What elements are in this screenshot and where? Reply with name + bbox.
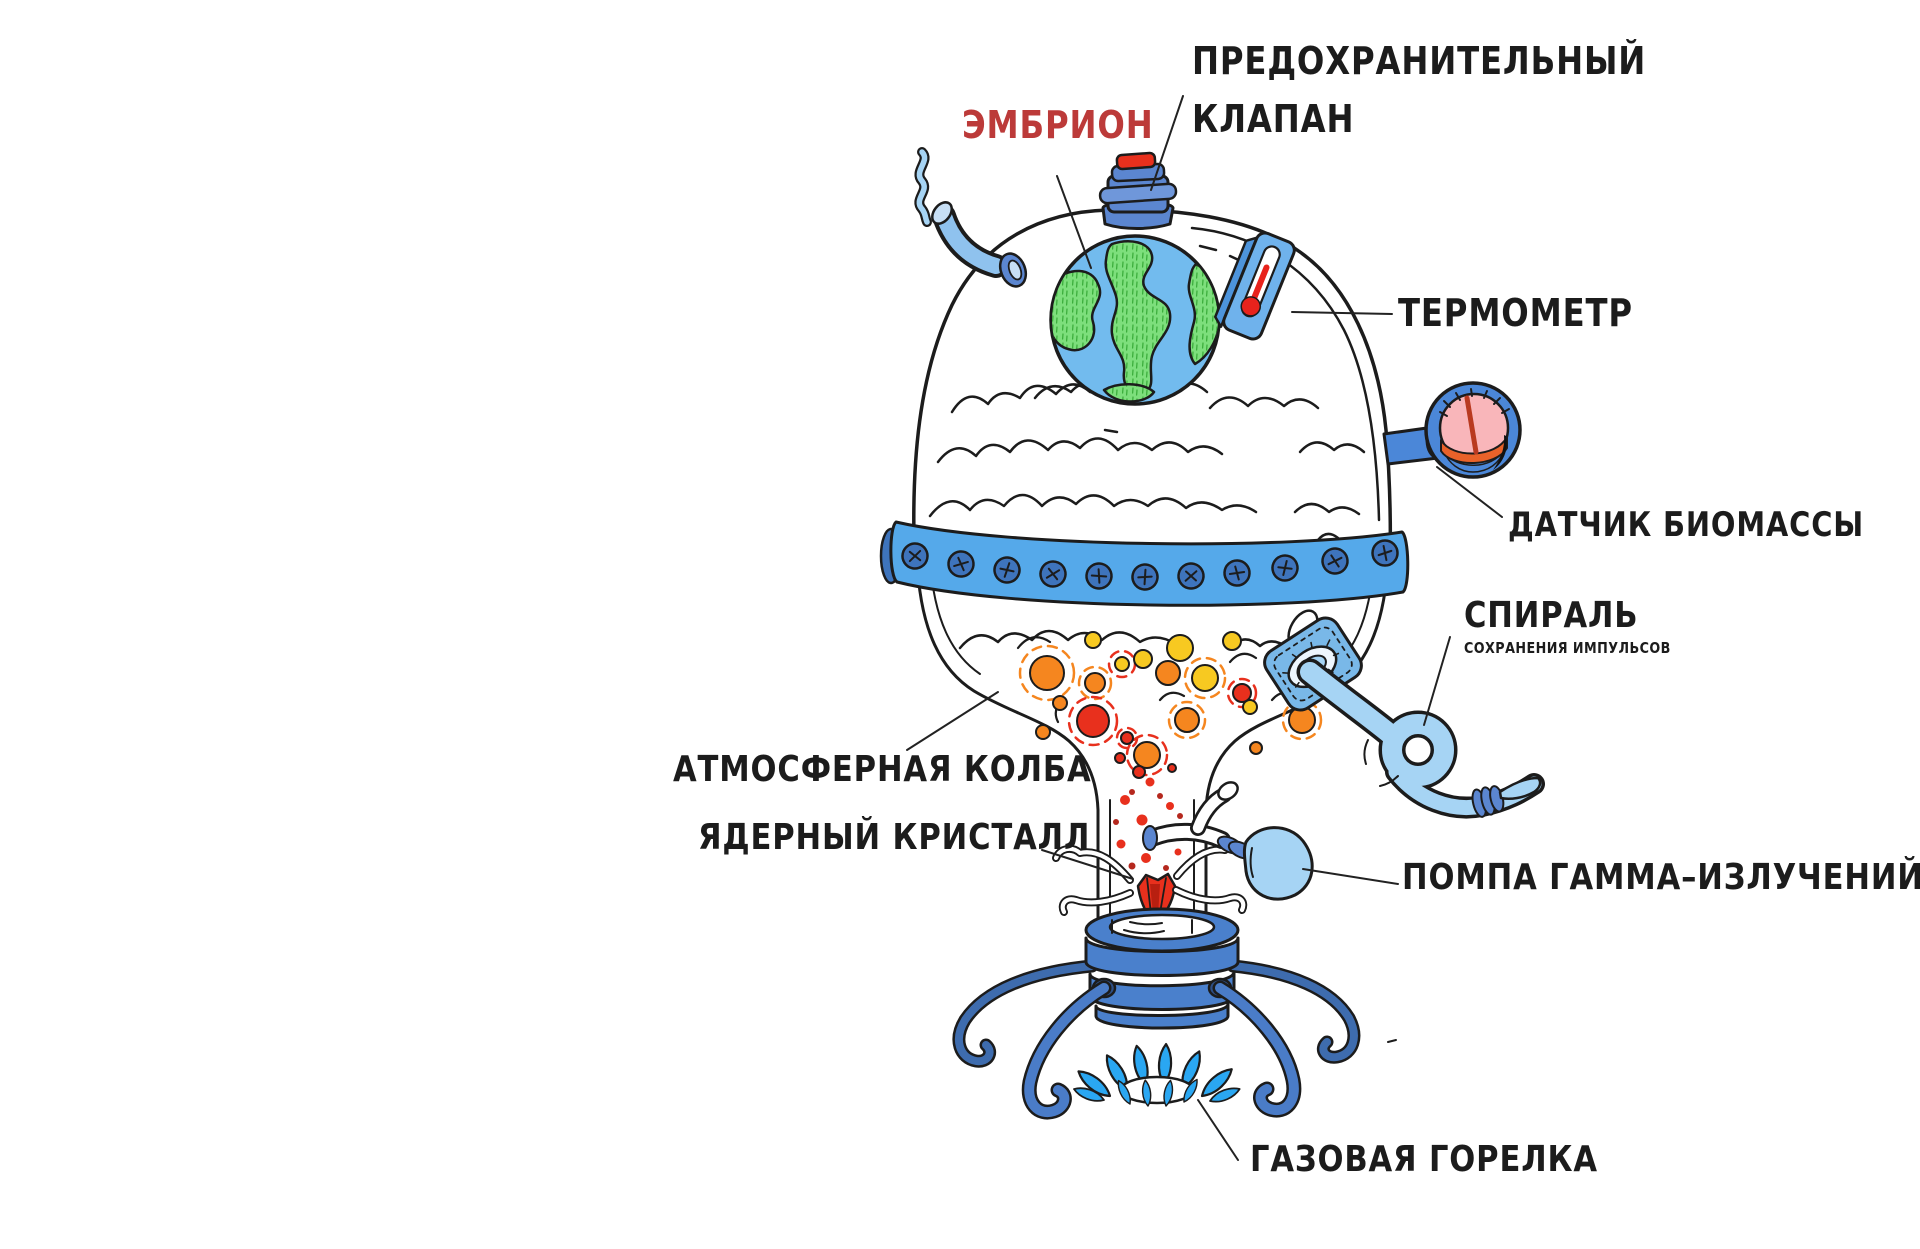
- safety-valve: [1098, 151, 1178, 230]
- label-spiral-subtitle: СОХРАНЕНИЯ ИМПУЛЬСОВ: [1464, 639, 1671, 657]
- label-nuclear-crystal: ЯДЕРНЫЙ КРИСТАЛЛ: [698, 817, 1091, 858]
- plasma-bubbles: [1016, 631, 1336, 779]
- impulse-spiral-hose: [1263, 609, 1545, 819]
- biomass-gauge: [1382, 381, 1522, 479]
- vent-pipe: [914, 147, 1028, 288]
- thermometer-gauge: [1214, 231, 1296, 341]
- stand-legs-front: [1021, 980, 1397, 1120]
- gamma-pump: [1142, 781, 1314, 901]
- label-spiral: СПИРАЛЬ: [1464, 595, 1639, 636]
- stand-legs-back: [952, 959, 1361, 1068]
- label-safety-valve-line2: КЛАПАН: [1192, 97, 1355, 141]
- label-biomass-sensor: ДАТЧИК БИОМАССЫ: [1508, 505, 1865, 545]
- clamp-belt: [879, 520, 1410, 607]
- gas-flame: [1071, 1042, 1243, 1108]
- label-gamma-pump: ПОМПА ГАММА–ИЗЛУЧЕНИЙ: [1402, 857, 1920, 898]
- embryo-earth: [1049, 234, 1221, 406]
- burner-base: [1084, 907, 1240, 1030]
- label-embryo: ЭМБРИОН: [962, 103, 1154, 147]
- label-atmospheric-flask: АТМОСФЕРНАЯ КОЛБА: [673, 749, 1092, 790]
- label-safety-valve-line1: ПРЕДОХРАНИТЕЛЬНЫЙ: [1192, 39, 1647, 83]
- leader-lines: [906, 95, 1503, 1161]
- label-gas-burner: ГАЗОВАЯ ГОРЕЛКА: [1250, 1139, 1598, 1180]
- label-thermometer: ТЕРМОМЕТР: [1398, 291, 1633, 335]
